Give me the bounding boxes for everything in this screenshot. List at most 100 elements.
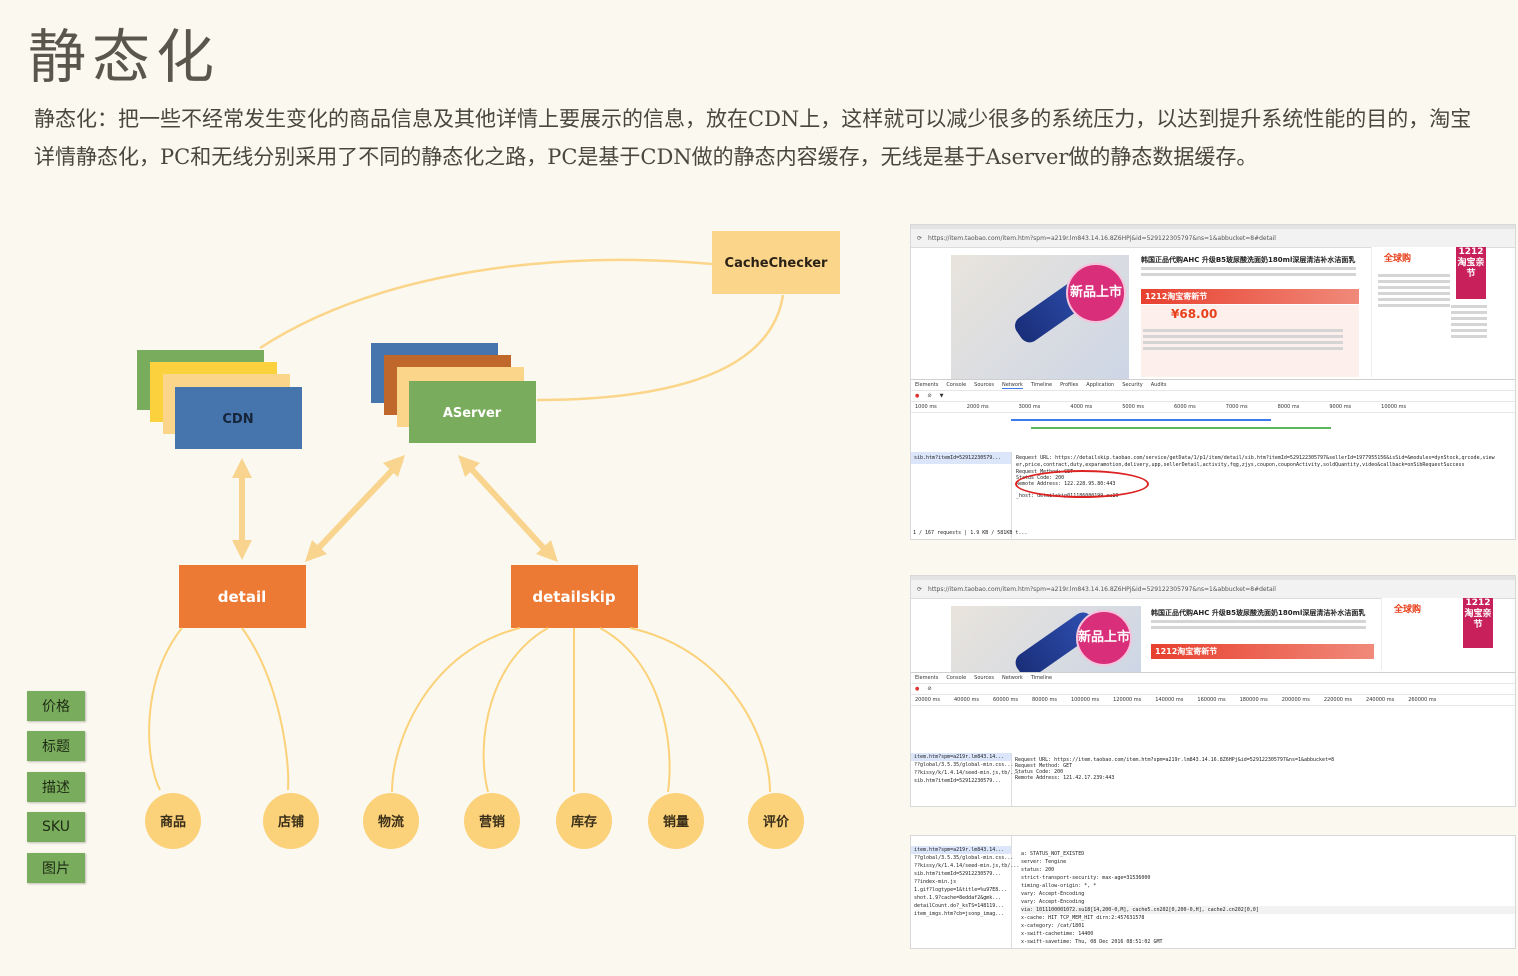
header-line: x-cache: HIT TCP_MEM_HIT dirn:2:45763157… [1021,914,1515,922]
product-price: ¥68.00 [1171,307,1217,321]
devtools-tab[interactable]: Application [1086,382,1114,388]
detailskip-children: 物流 营销 库存 销量 评价 [363,793,804,849]
promo-banner: 1212淘宝寄新节 [1141,289,1359,304]
devtools-toolbar: ● ⊘ ▼ [911,391,1515,402]
refresh-icon: ⟳ [917,235,922,242]
header-line: x-category: /cat/1801 [1021,922,1515,930]
request-item[interactable]: item.htm?spm=a219r.lm843.14... [911,753,1011,761]
tick: 60000 ms [993,697,1018,703]
filter-icon[interactable]: ▼ [940,393,944,399]
request-list: item.htm?spm=a219r.lm843.14... ??global/… [911,836,1012,949]
arrows [242,462,550,555]
header-line: vary: Accept-Encoding [1021,890,1515,898]
devtools-tab[interactable]: Elements [915,675,938,681]
screenshot-detailskip-request: ⟳ https://item.taobao.com/item.htm?spm=a… [910,224,1516,540]
screenshot-response-headers: item.htm?spm=a219r.lm843.14... ??global/… [910,835,1516,949]
header-line: a: STATUS_NOT_EXISTED [1021,850,1515,858]
timeline-ruler: 20000 ms 40000 ms 60000 ms 80000 ms 1000… [911,695,1515,706]
request-item[interactable]: ??global/3.5.35/global-min.css... [911,854,1011,862]
tick: 160000 ms [1197,697,1225,703]
detail-children: 商品 店铺 [145,793,319,849]
request-item[interactable]: sib.htm?itemId=52912230579... [911,452,1011,464]
item-title: 标题 [27,731,85,761]
timeline-ruler: 1000 ms 2000 ms 3000 ms 4000 ms 5000 ms … [911,402,1515,413]
highlight-ellipse [1015,470,1149,498]
child-label: 库存 [571,814,597,830]
item-description: 描述 [27,772,85,802]
aserver-detail-arrow [312,462,400,555]
tick: 20000 ms [915,697,940,703]
devtools-tab[interactable]: Network [1002,382,1023,389]
header-line: vary: Accept-Encoding [1021,898,1515,906]
request-item[interactable]: 1.gif?logtype=1&title=%u97E8... [911,886,1011,894]
request-item[interactable]: sib.htm?itemId=52912230579... [911,777,1011,785]
festival-badge: 1212淘宝亲节 [1456,247,1486,299]
tick: 9000 ms [1329,404,1351,410]
tick: 260000 ms [1408,697,1436,703]
request-item[interactable]: ??kissy/k/1.4.14/seed-min.js,tb/... [911,862,1011,870]
request-item[interactable]: sib.htm?itemId=52912230579... [911,870,1011,878]
tick: 180000 ms [1240,697,1268,703]
devtools-toolbar: ●⊘ [911,684,1515,695]
screenshot-item-request: ⟳ https://item.taobao.com/item.htm?spm=a… [910,575,1516,807]
product-image: 新品上市 [951,606,1141,672]
request-item[interactable]: detailCount.do?_ksTS=148119... [911,902,1011,910]
record-icon[interactable]: ● [915,686,919,692]
record-icon[interactable]: ● [915,393,919,399]
item-sku: SKU [27,812,85,842]
header-line: x-swift-cachetime: 14400 [1021,930,1515,938]
tick: 7000 ms [1226,404,1248,410]
devtools-tab[interactable]: Audits [1151,382,1167,388]
devtools-tab[interactable]: Elements [915,382,938,388]
clear-icon[interactable]: ⊘ [927,393,931,399]
header-line: x-swift-savetime: Thu, 08 Dec 2016 08:51… [1021,938,1515,946]
devtools-panel: Elements Console Sources Network Timelin… [911,379,1515,540]
request-item[interactable]: ??index-min.js [911,878,1011,886]
tick: 240000 ms [1366,697,1394,703]
devtools-tab[interactable]: Console [946,675,966,681]
request-item[interactable]: ??kissy/k/1.4.14/seed-min.js,tb/... [911,769,1011,777]
devtools-tab[interactable]: Network [1002,675,1023,681]
child-label: 商品 [160,814,186,830]
child-label: 评价 [763,815,790,830]
devtools-tab[interactable]: Timeline [1031,675,1052,681]
header-line: server: Tengine [1021,858,1515,866]
request-item[interactable]: item.htm?spm=a219r.lm843.14... [911,846,1011,854]
tick: 80000 ms [1032,697,1057,703]
tick: 40000 ms [954,697,979,703]
new-badge: 新品上市 [1076,610,1132,666]
header-line: status: 200 [1021,866,1515,874]
child-label: 店铺 [278,814,304,830]
devtools-tab[interactable]: Console [946,382,966,388]
url-text: https://item.taobao.com/item.htm?spm=a21… [928,235,1276,242]
waterfall [911,413,1515,443]
request-item[interactable]: item_imgs.htm?cb=jsonp_imag... [911,910,1011,918]
cdn-label: CDN [222,412,253,427]
tick: 140000 ms [1155,697,1183,703]
child-label: 销量 [663,814,689,830]
tick: 10000 ms [1381,404,1406,410]
devtools-tab[interactable]: Profiles [1060,382,1078,388]
devtools-panel: Elements Console Sources Network Timelin… [911,672,1515,807]
devtools-tab[interactable]: Timeline [1031,382,1052,388]
request-item[interactable]: ??global/3.5.35/global-min.css... [911,761,1011,769]
tick: 3000 ms [1019,404,1041,410]
aserver-detailskip-arrow [465,462,550,555]
new-badge: 新品上市 [1066,263,1126,323]
tick: 1000 ms [915,404,937,410]
remote-address: Remote Address: 121.42.17.239:443 [1015,775,1515,781]
request-item[interactable]: shot.1.9?cache=8eddaf2&gmk... [911,894,1011,902]
request-url: Request URL: https://detailskip.taobao.c… [1016,455,1496,469]
tick: 120000 ms [1113,697,1141,703]
browser-address-bar: ⟳ https://item.taobao.com/item.htm?spm=a… [911,229,1515,248]
cache-aserver-link [537,295,783,400]
clear-icon[interactable]: ⊘ [927,686,931,692]
detailskip-label: detailskip [532,588,616,606]
devtools-tab[interactable]: Security [1122,382,1143,388]
devtools-tab[interactable]: Sources [974,675,994,681]
request-headers: Request URL: https://item.taobao.com/ite… [1015,757,1515,781]
devtools-tab[interactable]: Sources [974,382,994,388]
devtools-tabs: Elements Console Sources Network Timelin… [911,673,1515,684]
shop-panel: 全球购 [1381,598,1462,670]
devtools-tabs: Elements Console Sources Network Timelin… [911,380,1515,391]
